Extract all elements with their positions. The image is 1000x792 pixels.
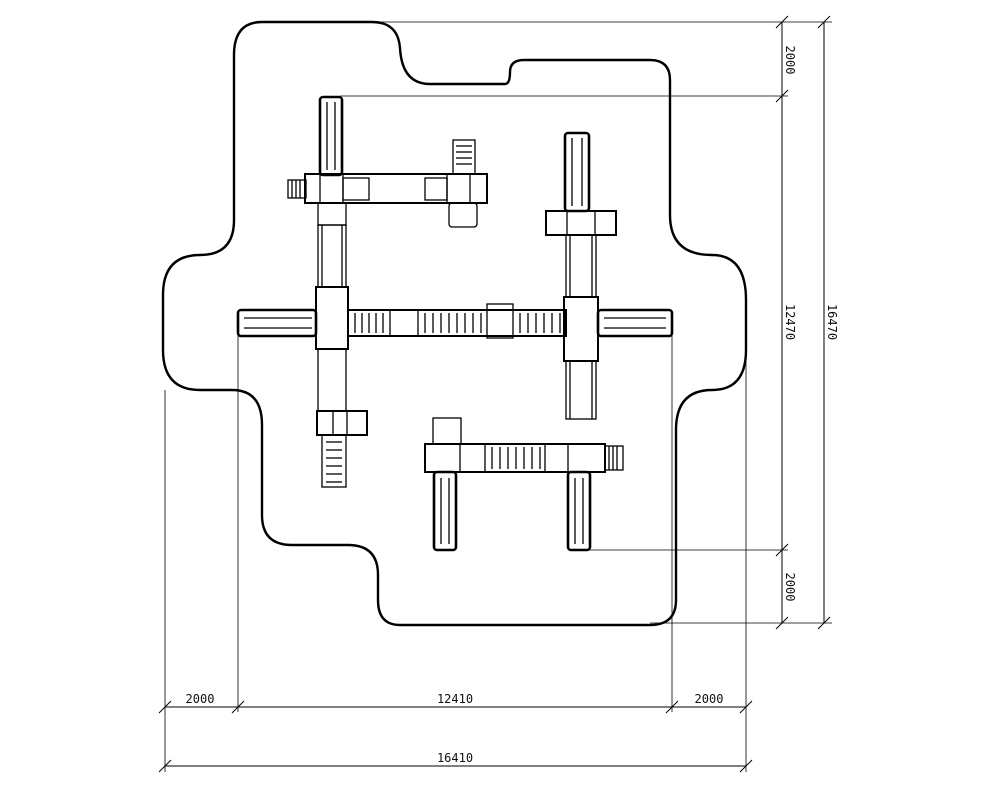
dim-left-margin: 2000	[186, 692, 215, 706]
horizontal-dimensions	[158, 700, 753, 773]
safety-zone-outline	[161, 20, 748, 627]
extension-lines	[164, 21, 832, 772]
dim-inner-height: 12470	[783, 304, 797, 340]
dim-right-margin: 2000	[695, 692, 724, 706]
dim-total-width: 16410	[437, 751, 473, 765]
dim-total-height: 16470	[825, 304, 839, 340]
dim-bottom-margin: 2000	[783, 573, 797, 602]
dim-top-margin: 2000	[783, 46, 797, 75]
vertical-dimensions	[775, 15, 831, 630]
dim-inner-width: 12410	[437, 692, 473, 706]
play-structure	[236, 95, 674, 552]
